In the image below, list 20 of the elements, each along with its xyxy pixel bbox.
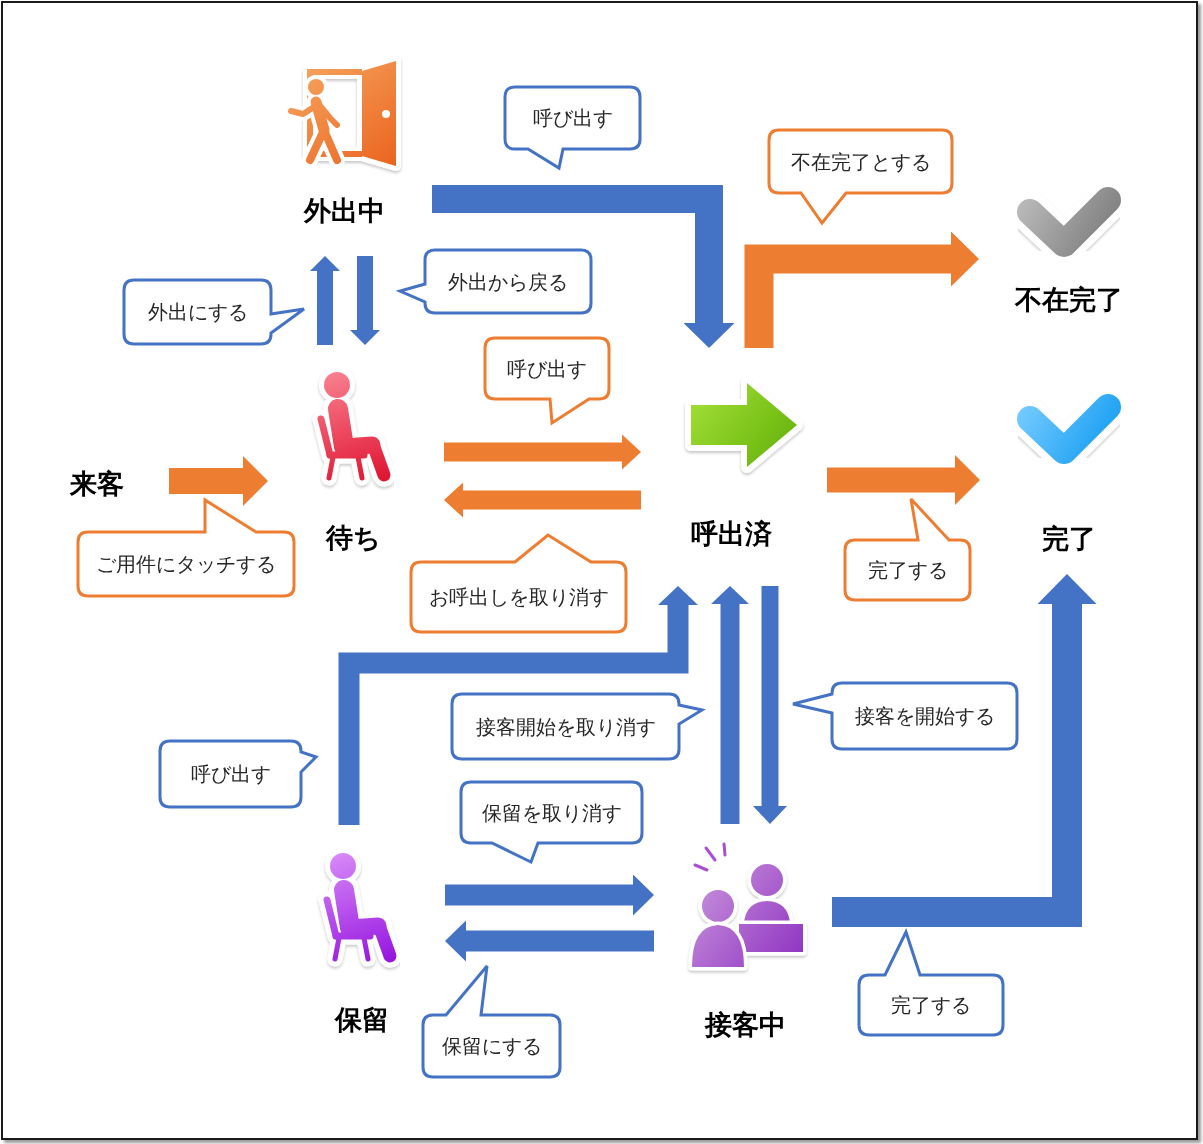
- state-label: 接客中: [704, 1010, 786, 1040]
- block-arrow: [444, 434, 641, 470]
- block-arrow: [753, 586, 787, 824]
- block-arrow: [827, 455, 980, 505]
- block-arrow: [310, 256, 340, 345]
- block-arrow: [445, 920, 654, 962]
- block-arrow: [350, 256, 380, 345]
- block-arrow: [445, 874, 654, 916]
- block-arrow: [432, 185, 735, 348]
- state-label: 外出中: [303, 196, 385, 226]
- state-label: 保留: [335, 1005, 389, 1035]
- state-label: 待ち: [325, 523, 381, 553]
- state-label: 完了: [1042, 524, 1096, 554]
- block-arrow: [832, 574, 1097, 927]
- state-label: 呼出済: [690, 519, 772, 549]
- block-arrow: [444, 482, 641, 518]
- block-arrow: [338, 586, 698, 825]
- state-label: 不在完了: [1015, 285, 1123, 315]
- block-arrow: [169, 456, 268, 506]
- block-arrow: [711, 586, 749, 824]
